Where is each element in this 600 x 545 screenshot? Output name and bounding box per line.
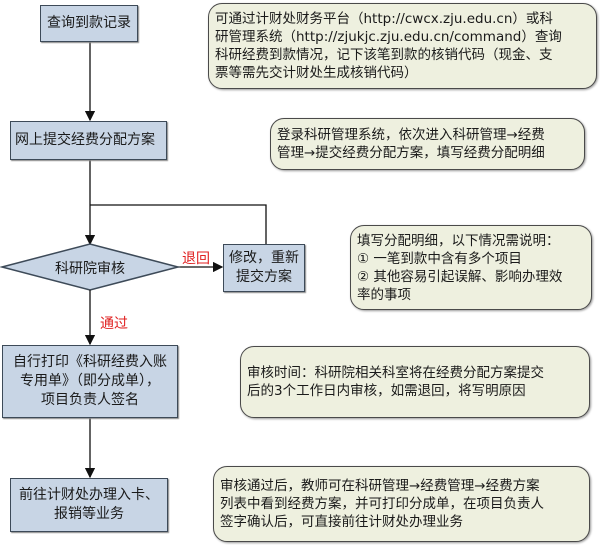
step-label: 前往计财处办理入卡、 bbox=[19, 487, 159, 503]
note-line: 管理→提交经费分配方案，填写经费分配明细 bbox=[277, 145, 545, 161]
step-label: 科研院审核 bbox=[55, 260, 125, 277]
note-line: 审核时间：科研院相关科室将在经费分配方案提交 bbox=[247, 365, 544, 381]
step-print-form: 自行打印《科研经费入账 专用单》（即分成单）， 项目负责人签名 bbox=[2, 345, 178, 418]
note-submit: 登录科研管理系统，依次进入科研管理→经费 管理→提交经费分配方案，填写经费分配明… bbox=[270, 118, 585, 170]
step-label: 专用单》（即分成单）， bbox=[20, 373, 160, 389]
note-details: 填写分配明细，以下情况需说明： ① 一笔到款中含有多个项目 ② 其他容易引起误解… bbox=[350, 225, 592, 310]
review-diamond bbox=[0, 243, 181, 291]
note-query: 可通过计财处财务平台（http://cwcx.zju.edu.cn）或科 研管理… bbox=[208, 3, 597, 89]
step-label: 提交方案 bbox=[236, 269, 292, 285]
step-finance-office: 前往计财处办理入卡、 报销等业务 bbox=[10, 478, 168, 532]
note-line: 填写分配明细，以下情况需说明： bbox=[357, 232, 560, 249]
reject-label: 退回 bbox=[182, 251, 210, 267]
note-line: 列表中看到经费方案，并可打印分成单，在项目负责人 bbox=[220, 496, 544, 512]
note-line: 研管理系统（http://zjukjc.zju.edu.cn/command）查… bbox=[215, 29, 562, 45]
note-line: 后的3个工作日内审核，如需退回，将写明原因 bbox=[247, 383, 526, 399]
step-label: 查询到款记录 bbox=[47, 15, 131, 31]
note-review-time: 审核时间：科研院相关科室将在经费分配方案提交 后的3个工作日内审核，如需退回，将… bbox=[240, 346, 590, 418]
step-query-records: 查询到款记录 bbox=[40, 5, 138, 42]
note-line: 率的事项 bbox=[357, 286, 411, 303]
step-label: 网上提交经费分配方案 bbox=[15, 132, 155, 148]
step-revise: 修改，重新 提交方案 bbox=[223, 244, 305, 292]
note-line: 可通过计财处财务平台（http://cwcx.zju.edu.cn）或科 bbox=[215, 11, 553, 27]
step-review: 科研院审核 bbox=[2, 245, 178, 290]
note-line: 票等需先交计财处生成核销代码） bbox=[215, 65, 418, 81]
note-line: 登录科研管理系统，依次进入科研管理→经费 bbox=[277, 127, 545, 143]
arrow-revise-back bbox=[90, 204, 267, 244]
note-after-pass: 审核通过后，教师可在科研管理→经费管理→经费方案 列表中看到经费方案，并可打印分… bbox=[213, 466, 590, 542]
pass-label: 通过 bbox=[100, 316, 128, 332]
note-line: 签字确认后，可直接前往计财处办理业务 bbox=[220, 514, 463, 530]
note-line: 科研经费到款情况，记下该笔到款的核销代码（现金、支 bbox=[215, 47, 553, 63]
note-line: ① 一笔到款中含有多个项目 bbox=[357, 250, 522, 267]
step-label: 报销等业务 bbox=[54, 506, 124, 522]
note-line: 审核通过后，教师可在科研管理→经费管理→经费方案 bbox=[220, 478, 540, 494]
step-label: 修改，重新 bbox=[229, 250, 299, 266]
note-line: ② 其他容易引起误解、影响办理效 bbox=[357, 268, 563, 285]
step-label: 项目负责人签名 bbox=[41, 392, 139, 408]
step-label: 自行打印《科研经费入账 bbox=[13, 354, 167, 370]
step-submit-plan: 网上提交经费分配方案 bbox=[10, 121, 167, 160]
